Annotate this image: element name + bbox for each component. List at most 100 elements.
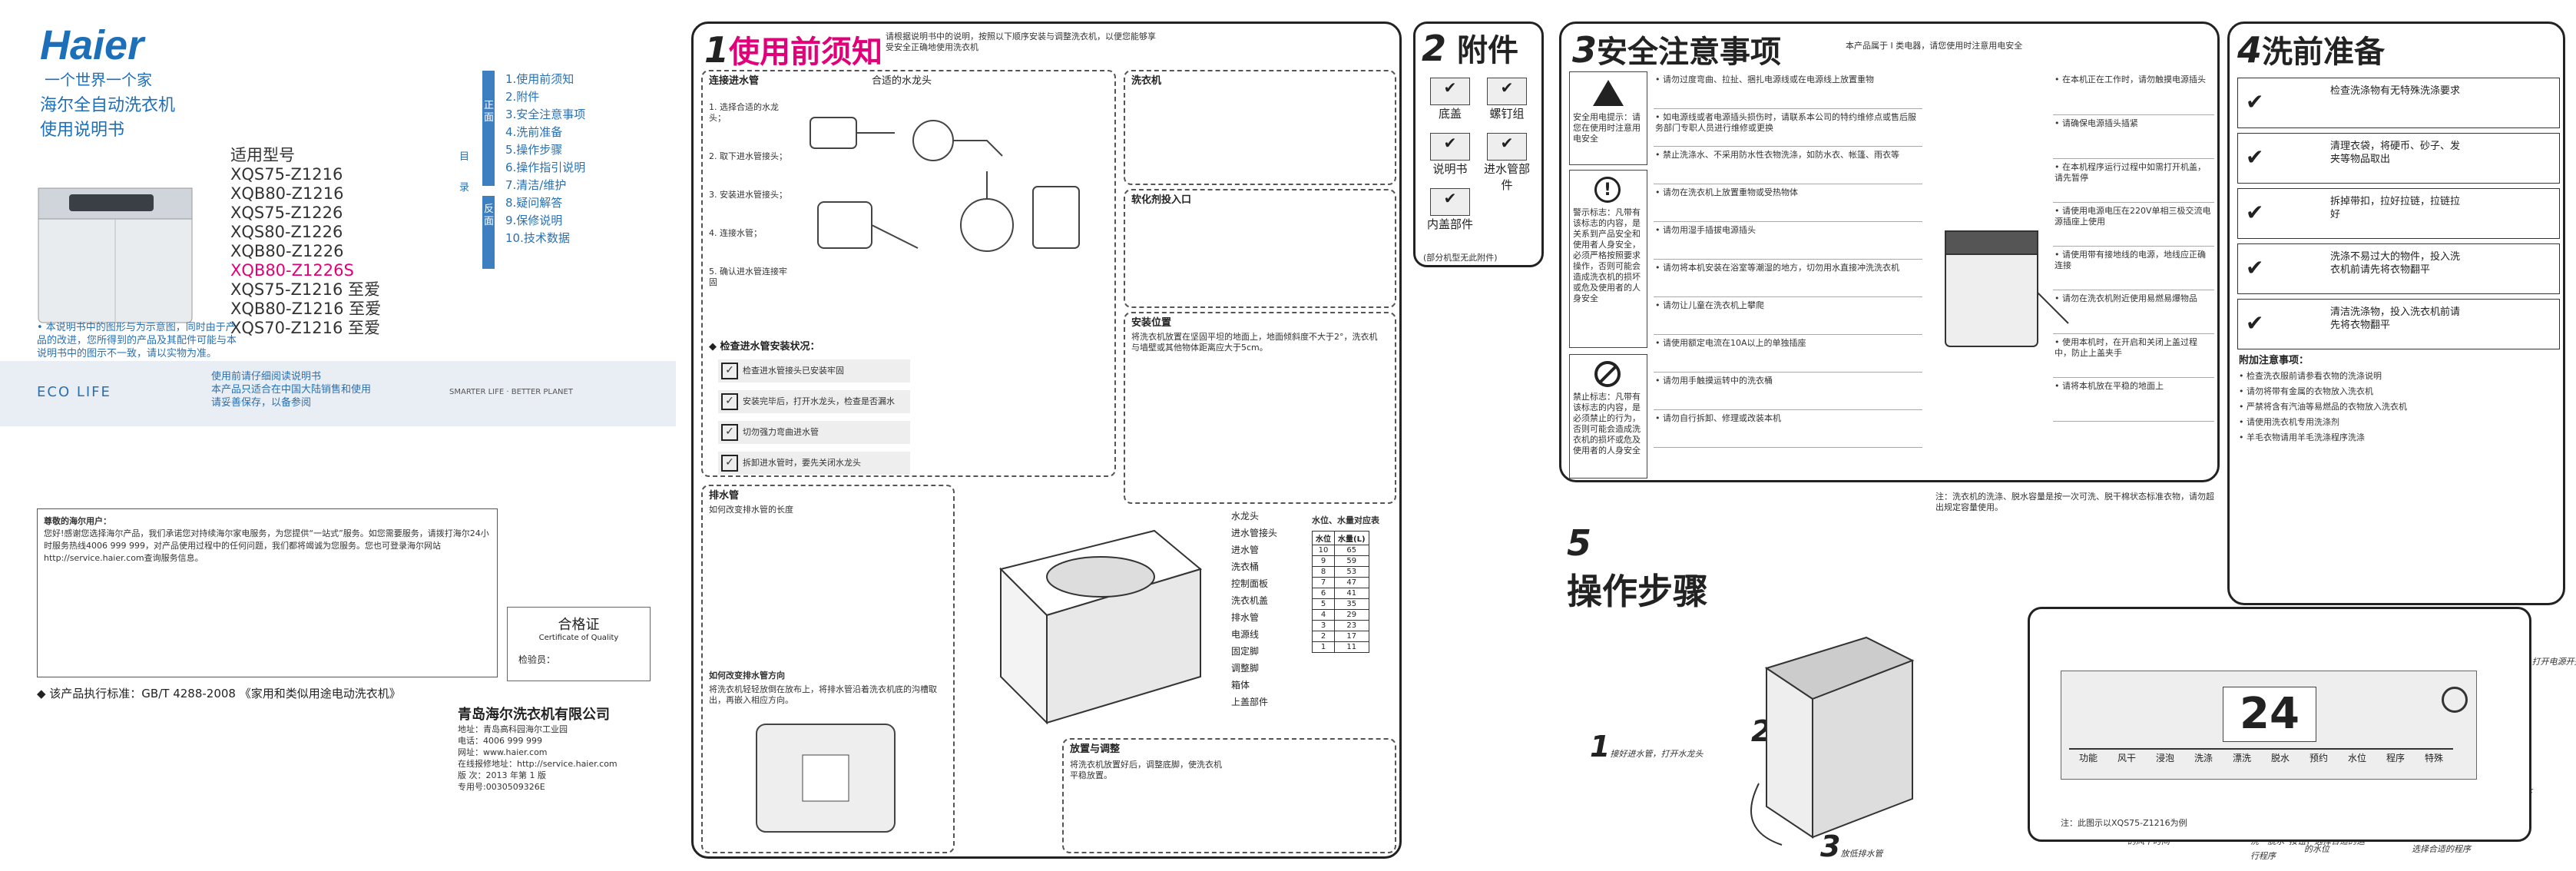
panel-button[interactable]: 程序 [2376, 748, 2415, 764]
table-cell: 4 [1312, 609, 1335, 621]
step-text: 打开电源开关 [2531, 657, 2576, 667]
extra-item: • 请使用洗衣机专用洗涤剂 [2239, 417, 2339, 427]
table-cell: 17 [1334, 631, 1369, 642]
extra-item: • 羊毛衣物请用羊毛洗涤程序洗涤 [2239, 432, 2365, 442]
table-cell: 29 [1334, 609, 1369, 621]
drain-length: 如何改变排水管的长度 [709, 505, 793, 515]
sec3-title: 3安全注意事项 [1572, 27, 1781, 71]
washer-operation-diagram [1750, 636, 1915, 846]
eco-line-2: 本产品只适合在中国大陆销售和使用 [211, 384, 372, 396]
check-text: 检查进水管接头已安装牢固 [743, 366, 844, 376]
part-label: 控制面板 [1231, 578, 1269, 589]
sec3-title-text: 安全注意事项 [1597, 35, 1782, 70]
power-icon[interactable] [2442, 687, 2468, 713]
accessory-label: 说明书 [1432, 162, 1468, 176]
toc-item: 9.保修说明 [505, 214, 563, 227]
panel-button[interactable]: 预约 [2300, 748, 2338, 764]
table-cell: 65 [1334, 545, 1369, 556]
section-before-use: 1使用前须知 请根据说明书中的说明，按照以下顺序安装与调整洗衣机，以便您能够享受… [691, 22, 1402, 859]
accessory-icon: ✔ [1487, 78, 1527, 105]
forbid-text: 禁止标志：凡带有该标志的内容，是必须禁止的行为，否则可能会造成洗衣机的损坏或危及… [1573, 392, 1641, 455]
safety-item-right: • 请将本机放在平稳的地面上 [2053, 378, 2214, 422]
accessory-icon: ✔ [1430, 133, 1470, 161]
part-label: 进水管 [1231, 545, 1260, 555]
sec1-title-text: 使用前须知 [729, 35, 883, 70]
panel-button[interactable]: 风干 [2107, 748, 2146, 764]
panel-button[interactable]: 洗涤 [2184, 748, 2223, 764]
safety-item-right: • 请勿在洗衣机附近使用易燃易爆物品 [2053, 290, 2214, 334]
prep-check-icon: ✔ [2246, 144, 2264, 170]
table-cell: 5 [1312, 598, 1335, 610]
safety-item-right: • 在本机程序运行过程中如需打开机盖，请先暂停 [2053, 159, 2214, 203]
section-pre-wash: 4洗前准备 ✔检查洗涤物有无特殊洗涤要求✔清理衣袋，将硬币、砂子、发夹等物品取出… [2227, 22, 2565, 605]
accessory-item: ✔底盖 [1422, 78, 1478, 130]
model-item: XQS75-Z1216 [230, 165, 343, 184]
eco-line-3: 请妥善保存，以备参阅 [211, 397, 312, 409]
washer-exploded-diagram [999, 529, 1203, 725]
model-item: XQS75-Z1226 [230, 204, 343, 222]
step-block: 1接好进水管，打开水龙头 [1590, 730, 1713, 763]
panel-button[interactable]: 水位 [2338, 748, 2376, 764]
model-item: XQB80-Z1216 至爱 [230, 300, 382, 318]
step-block: 3放低排水管 [1820, 830, 1943, 863]
table-cell: 35 [1334, 598, 1369, 610]
table-cell: 7 [1312, 577, 1335, 588]
part-label: 洗衣桶 [1231, 561, 1260, 572]
safety-item: • 请使用额定电流在10A以上的单独插座 [1654, 335, 1922, 373]
warning-icon [1593, 80, 1624, 106]
safety-item: • 如电源线或者电源插头损伤时，请联系本公司的特约维修点或售后服务部门专职人员进… [1654, 109, 1922, 147]
water-step: 5. 确认进水管连接牢固 [709, 267, 787, 287]
control-panel-box: 24 功能风干浸泡洗涤漂洗脱水预约水位程序特殊 注：此图示以XQS75-Z121… [2028, 607, 2531, 842]
prep-check-icon: ✔ [2246, 200, 2264, 225]
checkmark-icon: ✓ [721, 424, 738, 441]
exclamation-icon: ! [1594, 177, 1621, 203]
drain-box: 排水管 如何改变排水管的长度 如何改变排水管方向 将洗衣机轻轻放倒在放布上，将排… [701, 485, 955, 853]
check-text: 安装完毕后，打开水龙头，检查是否漏水 [743, 396, 895, 406]
safety-item: • 请勿用湿手插拔电源插头 [1654, 222, 1922, 260]
adjust-box: 放置与调整 将洗衣机放置好后，调整底脚，使洗衣机平稳放置。 [1062, 738, 1396, 853]
prep-text: 洗涤不易过大的物件，投入洗衣机前请先将衣物翻平 [2330, 251, 2461, 276]
accessory-label: 内盖部件 [1426, 217, 1473, 231]
safety-item-right: • 请使用电源电压在220V单相三极交流电源插座上使用 [2053, 203, 2214, 247]
sec4-title-text: 洗前准备 [2262, 35, 2386, 70]
water-table-title: 水位、水量对应表 [1312, 515, 1379, 525]
step-text: 接好进水管，打开水龙头 [1610, 749, 1704, 759]
manual-title: 海尔全自动洗衣机 使用说明书 [40, 94, 175, 143]
panel-button[interactable]: 脱水 [2261, 748, 2300, 764]
prep-text: 检查洗涤物有无特殊洗涤要求 [2330, 85, 2461, 97]
panel-button[interactable]: 浸泡 [2146, 748, 2184, 764]
water-step: 3. 安装进水管接头； [709, 190, 787, 200]
company-info-line: 专用号:0030509326E [458, 782, 545, 792]
sec3-intro: 本产品属于 I 类电器，请您使用时注意用电安全 [1846, 41, 2023, 51]
sec2-title: 2 附件 [1422, 25, 1518, 70]
eco-line-1: 使用前请仔细阅读说明书 [211, 371, 322, 383]
panel-button[interactable]: 功能 [2069, 748, 2107, 764]
sec2-number: 2 [1422, 28, 1447, 69]
panel-button[interactable]: 特殊 [2415, 748, 2453, 764]
panel-button[interactable]: 漂洗 [2223, 748, 2261, 764]
accessory-label: 螺钉组 [1489, 107, 1525, 121]
accessory-item: ✔说明书 [1422, 133, 1478, 185]
standard-note: ◆ 该产品执行标准：GB/T 4288-2008 《家用和类似用途电动洗衣机》 [37, 687, 401, 700]
extra-item: • 严禁将含有汽油等易燃品的衣物放入洗衣机 [2239, 402, 2407, 412]
panel-buttons: 功能风干浸泡洗涤漂洗脱水预约水位程序特殊 [2069, 748, 2476, 771]
check-item: ✓拆卸进水管时，要先关闭水龙头 [718, 452, 910, 475]
check-title: ◆ 检查进水管安装状况： [709, 341, 820, 353]
sec5-title-text: 操作步骤 [1567, 571, 1708, 612]
check-text: 切勿强力弯曲进水管 [743, 427, 819, 437]
prep-list: ✔检查洗涤物有无特殊洗涤要求✔清理衣袋，将硬币、砂子、发夹等物品取出✔拆掉带扣，… [2237, 78, 2560, 354]
table-cell: 3 [1312, 620, 1335, 631]
extra-item: • 请勿将带有金属的衣物放入洗衣机 [2239, 386, 2373, 396]
accessory-item: ✔ 螺钉组 [1478, 78, 1535, 130]
adjust-text: 将洗衣机放置好后，调整底脚，使洗衣机平稳放置。 [1070, 760, 1222, 780]
table-cell: 59 [1334, 555, 1369, 567]
prep-item: ✔洗涤不易过大的物件，投入洗衣机前请先将衣物翻平 [2237, 243, 2560, 294]
safety-item: • 请勿用手触摸运转中的洗衣桶 [1654, 373, 1922, 410]
toc-item: 1.使用前须知 [505, 72, 574, 86]
toc-item: 10.技术数据 [505, 231, 570, 245]
eco-text: 使用前请仔细阅读说明书 本产品只适合在中国大陆销售和使用 请妥善保存，以备参阅 [211, 370, 371, 409]
check-item: ✓ 切勿强力弯曲进水管 [718, 421, 910, 444]
